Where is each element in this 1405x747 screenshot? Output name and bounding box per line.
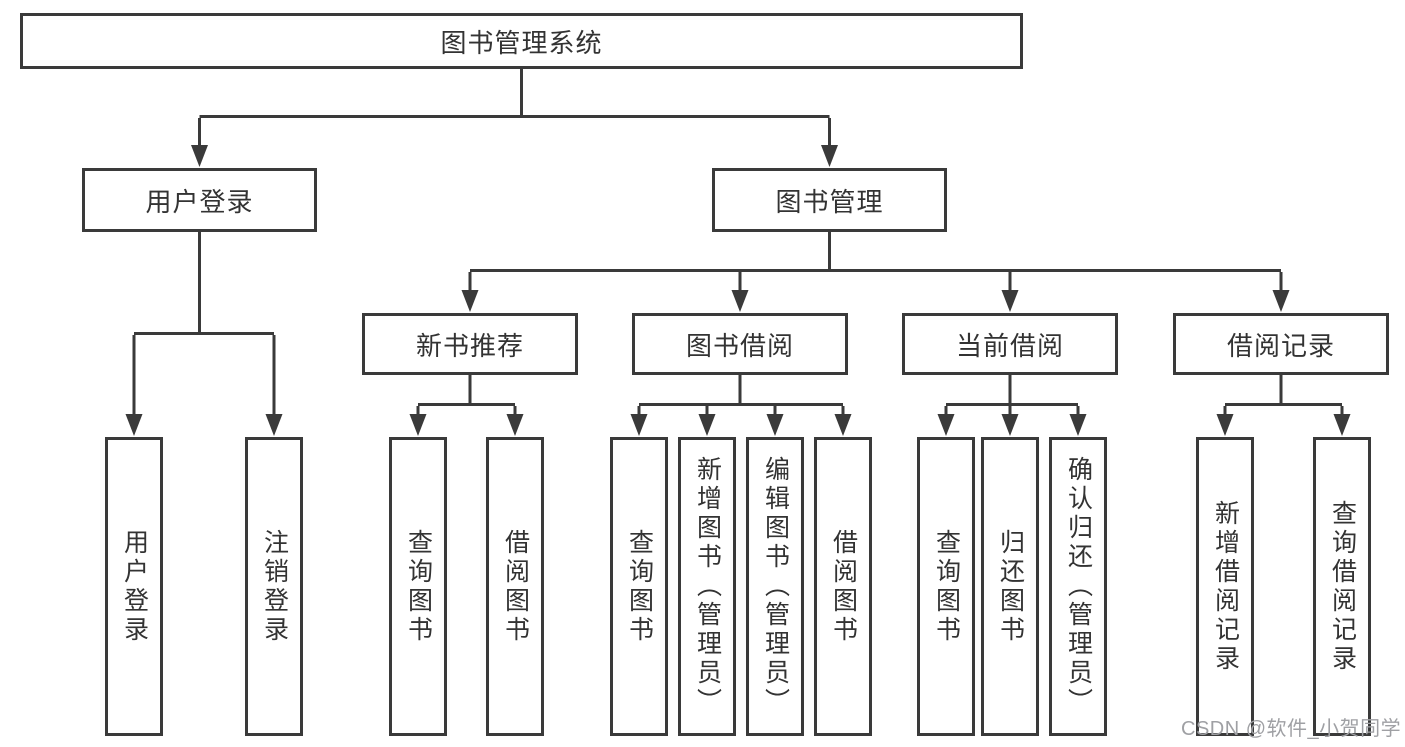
node-borrowing-records: 借阅记录 — [1173, 313, 1389, 375]
node-current-borrowing: 当前借阅 — [902, 313, 1118, 375]
node-user-login-branch: 用户登录 — [82, 168, 317, 232]
leaf-query-books-current: 查询图书 — [917, 437, 975, 736]
leaf-add-book-admin: 新增图书（管理员） — [678, 437, 736, 736]
leaf-query-books-borrowing: 查询图书 — [610, 437, 668, 736]
leaf-edit-book-admin: 编辑图书（管理员） — [746, 437, 804, 736]
leaf-return-books: 归还图书 — [981, 437, 1039, 736]
node-book-borrowing: 图书借阅 — [632, 313, 848, 375]
leaf-query-borrow-record: 查询借阅记录 — [1313, 437, 1371, 736]
leaf-user-login: 用户登录 — [105, 437, 163, 736]
node-book-management-branch: 图书管理 — [712, 168, 947, 232]
leaf-confirm-return-admin: 确认归还（管理员） — [1049, 437, 1107, 736]
leaf-add-borrow-record: 新增借阅记录 — [1196, 437, 1254, 736]
watermark-text: CSDN @软件_小贺同学 — [1181, 718, 1402, 740]
node-new-book-recommendation: 新书推荐 — [362, 313, 578, 375]
leaf-borrow-books-recommend: 借阅图书 — [486, 437, 544, 736]
node-library-management-system: 图书管理系统 — [20, 13, 1023, 69]
leaf-logout: 注销登录 — [245, 437, 303, 736]
leaf-borrow-books-borrowing: 借阅图书 — [814, 437, 872, 736]
leaf-query-books-recommend: 查询图书 — [389, 437, 447, 736]
